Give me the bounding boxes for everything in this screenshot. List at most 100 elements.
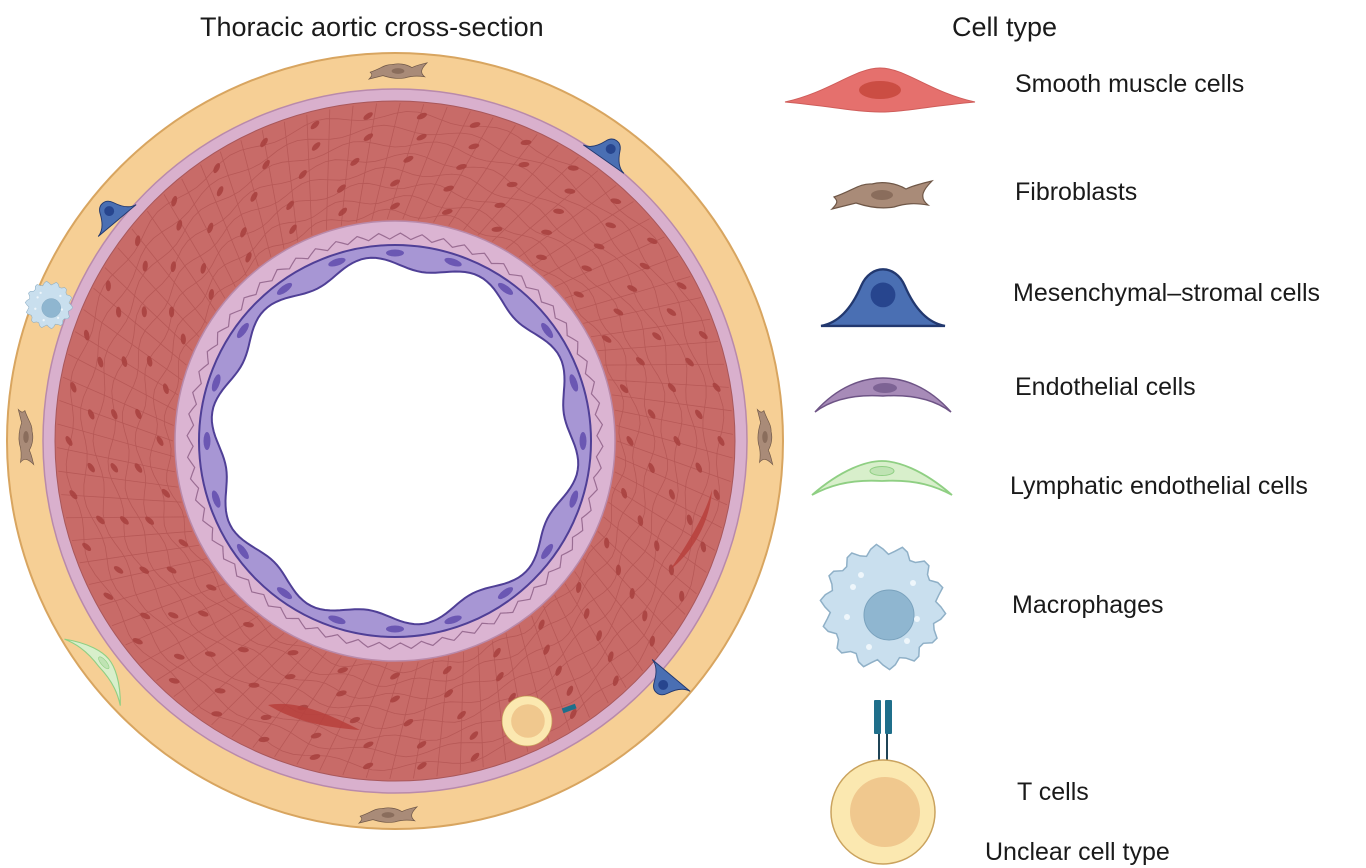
endothelial-nuclei	[203, 249, 587, 633]
endothelial-nucleus	[386, 249, 404, 257]
smooth-muscle-nucleus	[605, 222, 617, 229]
media-fiber-line	[117, 247, 200, 338]
smooth-muscle-nucleus	[403, 155, 414, 163]
smooth-muscle-nucleus	[566, 685, 574, 696]
smooth-muscle-nucleus	[83, 329, 90, 341]
smooth-muscle-nucleus	[441, 208, 453, 215]
smooth-muscle-nucleus	[564, 188, 576, 194]
smooth-muscle-nucleus	[363, 741, 374, 749]
smooth-muscle-nucleus	[298, 170, 307, 179]
media-fiber-line	[306, 114, 313, 236]
adventitia-macrophage	[24, 280, 74, 330]
endothelial-nucleus	[328, 615, 346, 625]
smooth-muscle-nucleus	[491, 226, 503, 232]
media-fiber-line	[603, 363, 725, 366]
smooth-muscle-nucleus	[258, 736, 270, 743]
media-fiber-line	[564, 255, 679, 299]
media-fiber-line	[543, 605, 590, 718]
smooth-muscle-nucleus	[637, 515, 644, 527]
smooth-muscle-nucleus	[648, 462, 655, 474]
legend-label-smooth-muscle: Smooth muscle cells	[1015, 70, 1245, 98]
media-fiber-line	[616, 456, 728, 506]
media-fiber-line	[325, 109, 331, 230]
smooth-muscle-nucleus	[115, 306, 122, 318]
endothelial-nucleus	[541, 322, 554, 339]
media-fiber-line	[582, 558, 659, 654]
media-fiber-line	[342, 662, 388, 776]
smooth-muscle-nucleus	[310, 732, 322, 739]
legend-icon-endothelial	[814, 377, 952, 413]
endothelial-nucleus	[497, 587, 514, 600]
smooth-muscle-nucleus	[859, 81, 901, 99]
media-fiber-line	[492, 156, 579, 242]
media-fiber-line	[252, 651, 327, 748]
media-fiber-line	[597, 341, 719, 352]
legend-icon-lymphatic-endothelial	[811, 460, 953, 496]
smooth-muscle-nucleus	[110, 463, 119, 473]
endothelial-nucleus	[579, 432, 587, 450]
mesenchymal-nucleus	[658, 679, 669, 690]
smooth-muscle-nucleus	[166, 566, 177, 574]
smooth-muscle-nucleus	[569, 708, 577, 719]
smooth-muscle-nucleus	[262, 159, 270, 170]
endothelial-nucleus	[236, 322, 249, 339]
smooth-muscle-nucleus	[469, 731, 479, 740]
smooth-muscle-nucleus	[567, 165, 579, 171]
media-fiber-line	[477, 646, 484, 768]
smooth-muscle-nucleus	[162, 383, 169, 395]
macrophage-vesicle	[850, 584, 856, 590]
macrophage-nucleus	[41, 298, 61, 318]
media-fiber-line	[296, 659, 357, 765]
smooth-muscle-nucleus	[65, 436, 73, 446]
t-cell-nucleus	[511, 704, 545, 738]
smooth-muscle-nucleus	[610, 198, 622, 205]
lymphatic-nucleus	[98, 656, 110, 670]
media-smooth-muscle-cell	[268, 703, 360, 730]
media-fiber-line	[261, 130, 285, 249]
smooth-muscle-nucleus	[443, 185, 454, 192]
smooth-muscle-nucleus	[69, 490, 78, 500]
smooth-muscle-nucleus	[173, 653, 185, 660]
smooth-muscle-nucleus	[338, 207, 348, 217]
media-fiber-line	[173, 624, 272, 697]
smooth-muscle-nucleus	[390, 202, 400, 210]
legend-icon-fibroblasts	[830, 179, 934, 211]
smooth-muscle-nucleus	[416, 112, 427, 120]
media-fiber-line	[149, 195, 641, 687]
smooth-muscle-nucleus	[171, 195, 178, 207]
media-fiber-line	[603, 516, 697, 595]
macrophage-vesicle	[910, 580, 916, 586]
smooth-muscle-nucleus	[214, 688, 226, 694]
macrophage-vesicle	[56, 316, 60, 320]
smooth-muscle-nucleus	[260, 137, 268, 148]
smooth-muscle-nucleus	[250, 191, 258, 202]
endothelial-nucleus	[276, 587, 293, 600]
endothelial-nucleus	[569, 374, 579, 392]
smooth-muscle-nucleus	[612, 675, 619, 687]
macrophage-vesicle	[39, 291, 42, 294]
media-fiber-line	[200, 164, 247, 277]
smooth-muscle-nucleus	[120, 516, 129, 525]
smooth-muscle-nucleus	[506, 181, 518, 188]
smooth-muscle-nucleus	[581, 265, 592, 272]
legend-label-lymphatic-endothelial: Lymphatic endothelial cells	[1010, 472, 1308, 500]
smooth-muscle-nucleus	[607, 651, 614, 663]
adventitia-lymphatic-cell	[64, 638, 121, 706]
endothelial-nucleus	[444, 615, 462, 625]
endothelial-nucleus	[203, 432, 211, 450]
smooth-muscle-nucleus	[207, 222, 214, 234]
media-fiber-line	[80, 124, 710, 758]
smooth-muscle-nucleus	[248, 682, 260, 688]
fibroblast-nucleus	[23, 430, 29, 444]
legend-title: Cell type	[952, 12, 1058, 42]
media-fiber-line	[491, 640, 507, 761]
media-fiber-line	[574, 571, 644, 672]
diagram-title: Thoracic aortic cross-section	[200, 12, 544, 42]
legend-label-mesenchymal-stromal: Mesenchymal–stromal cells	[1013, 279, 1321, 307]
smooth-muscle-nucleus	[686, 514, 693, 526]
smooth-muscle-nucleus	[583, 608, 590, 620]
macrophage-nucleus	[863, 589, 915, 641]
smooth-muscle-nucleus	[647, 409, 656, 419]
smooth-muscle-nucleus	[70, 382, 77, 393]
media-fiber-line	[319, 661, 373, 771]
